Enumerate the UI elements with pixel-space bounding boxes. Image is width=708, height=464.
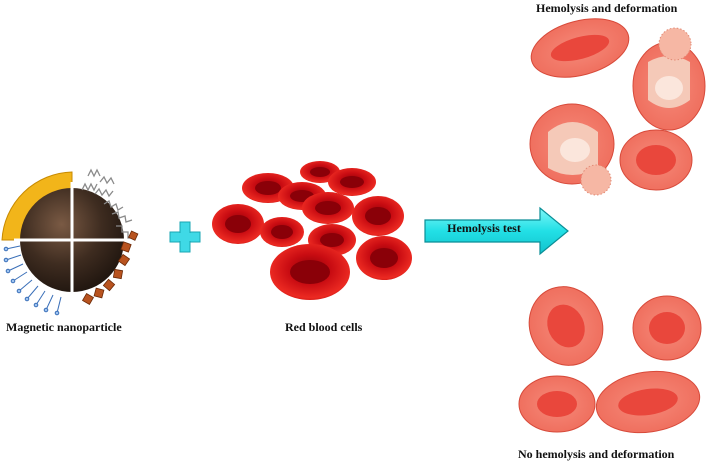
intact-cell	[530, 18, 630, 78]
right-arrow-icon	[424, 206, 569, 256]
intact-cell	[595, 370, 701, 434]
rbc-cell	[302, 192, 354, 224]
rbc-cell	[328, 168, 376, 196]
plus-icon	[169, 221, 201, 253]
magnetic-nanoparticle	[1, 168, 139, 316]
ruptured-cell	[632, 27, 706, 131]
intact-cell	[619, 129, 693, 191]
hemolysis-test-label: Hemolysis test	[447, 221, 521, 235]
rbc-cell	[212, 204, 264, 244]
rbc-cell	[270, 244, 350, 300]
rbc-cell	[352, 196, 404, 236]
hemolysis-cells-group	[529, 18, 706, 196]
ruptured-cell	[529, 103, 615, 196]
no-hemolysis-outcome-label: No hemolysis and deformation	[518, 447, 675, 461]
ligand-chains	[3, 245, 62, 316]
polymer-springs	[81, 168, 134, 239]
intact-cell	[518, 375, 596, 433]
intact-cell	[632, 295, 702, 361]
red-blood-cells-label: Red blood cells	[285, 320, 363, 334]
surface-cubes	[81, 230, 139, 306]
hemolysis-outcome-label: Hemolysis and deformation	[536, 1, 678, 15]
intact-cell	[528, 286, 604, 366]
red-blood-cells-cluster	[212, 161, 412, 300]
rbc-cell	[260, 217, 304, 247]
rbc-cell	[356, 236, 412, 280]
healthy-cells-group	[518, 286, 702, 434]
nanoparticle-label: Magnetic nanoparticle	[6, 320, 122, 334]
